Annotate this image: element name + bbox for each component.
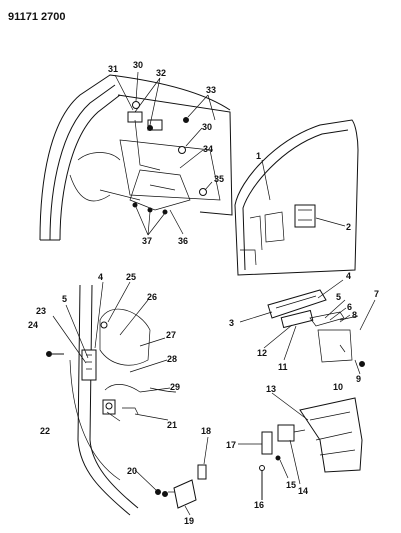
- callout-labels: 31 30 32 33 30 34 35 37 36 1 2 4 25 26 5…: [28, 60, 379, 526]
- callout-36: 36: [178, 236, 188, 246]
- callout-9: 9: [356, 374, 361, 384]
- callout-16: 16: [254, 500, 264, 510]
- callout-6: 6: [347, 302, 352, 312]
- callout-3: 3: [229, 318, 234, 328]
- callout-21: 21: [167, 420, 177, 430]
- callout-29: 29: [170, 382, 180, 392]
- check-strap: [197, 464, 207, 480]
- bolt-20b: [162, 491, 168, 497]
- callout-20: 20: [127, 466, 137, 476]
- callout-17: 17: [226, 440, 236, 450]
- hinge-half: [261, 431, 273, 455]
- callout-32: 32: [156, 68, 166, 78]
- hinge-view: [259, 397, 363, 500]
- callout-12: 12: [257, 348, 267, 358]
- callout-2: 2: [346, 222, 351, 232]
- handle-lever: [280, 309, 314, 329]
- outside-handle-view: [267, 289, 365, 367]
- latch-body: [81, 349, 97, 381]
- callout-11: 11: [278, 362, 288, 372]
- mirror-assembly: [294, 204, 316, 228]
- callout-24: 24: [28, 320, 38, 330]
- callout-5-handle: 5: [336, 292, 341, 302]
- callout-10: 10: [333, 382, 343, 392]
- callout-14: 14: [298, 486, 308, 496]
- fastener-32: [147, 125, 153, 131]
- rivet-37c: [162, 209, 168, 215]
- callout-5-latch: 5: [62, 294, 67, 304]
- callout-25: 25: [126, 272, 136, 282]
- callout-31: 31: [108, 64, 118, 74]
- callout-15: 15: [286, 480, 296, 490]
- callout-18: 18: [201, 426, 211, 436]
- hinge-plate: [277, 424, 295, 442]
- callout-33: 33: [206, 85, 216, 95]
- door-check-view: [155, 464, 207, 509]
- callout-4-latch: 4: [98, 272, 103, 282]
- callout-8: 8: [352, 310, 357, 320]
- regulator-mount: [147, 119, 163, 131]
- rivet-37a: [132, 202, 138, 208]
- callout-19: 19: [184, 516, 194, 526]
- callout-26: 26: [147, 292, 157, 302]
- leader-lines: [52, 71, 376, 516]
- callout-35: 35: [214, 174, 224, 184]
- diagram-code: 91171 2700: [8, 11, 66, 23]
- callout-34: 34: [203, 144, 213, 154]
- callout-13: 13: [266, 384, 276, 394]
- callout-30a: 30: [133, 60, 143, 70]
- callout-1: 1: [256, 151, 261, 161]
- callout-28: 28: [167, 354, 177, 364]
- bolt-24: [46, 351, 52, 357]
- callout-30b: 30: [202, 122, 212, 132]
- door-inner-panel-view: [39, 74, 233, 241]
- callout-23: 23: [36, 306, 46, 316]
- fastener-30-top: [132, 101, 140, 109]
- check-bracket: [173, 479, 197, 509]
- callout-4-handle: 4: [346, 271, 351, 281]
- callout-27: 27: [166, 330, 176, 340]
- outer-door-view: [234, 119, 359, 276]
- fastener-33: [183, 117, 189, 123]
- callout-7: 7: [374, 289, 379, 299]
- rivet-37b: [147, 207, 153, 213]
- callout-22: 22: [40, 426, 50, 436]
- fastener-30-mid: [178, 146, 186, 154]
- bolt-20a: [155, 489, 161, 495]
- fastener-35: [199, 188, 207, 196]
- bolt-15: [275, 455, 281, 461]
- latch-mechanism-view: [46, 284, 177, 516]
- fastener-9: [359, 361, 365, 367]
- callout-37: 37: [142, 236, 152, 246]
